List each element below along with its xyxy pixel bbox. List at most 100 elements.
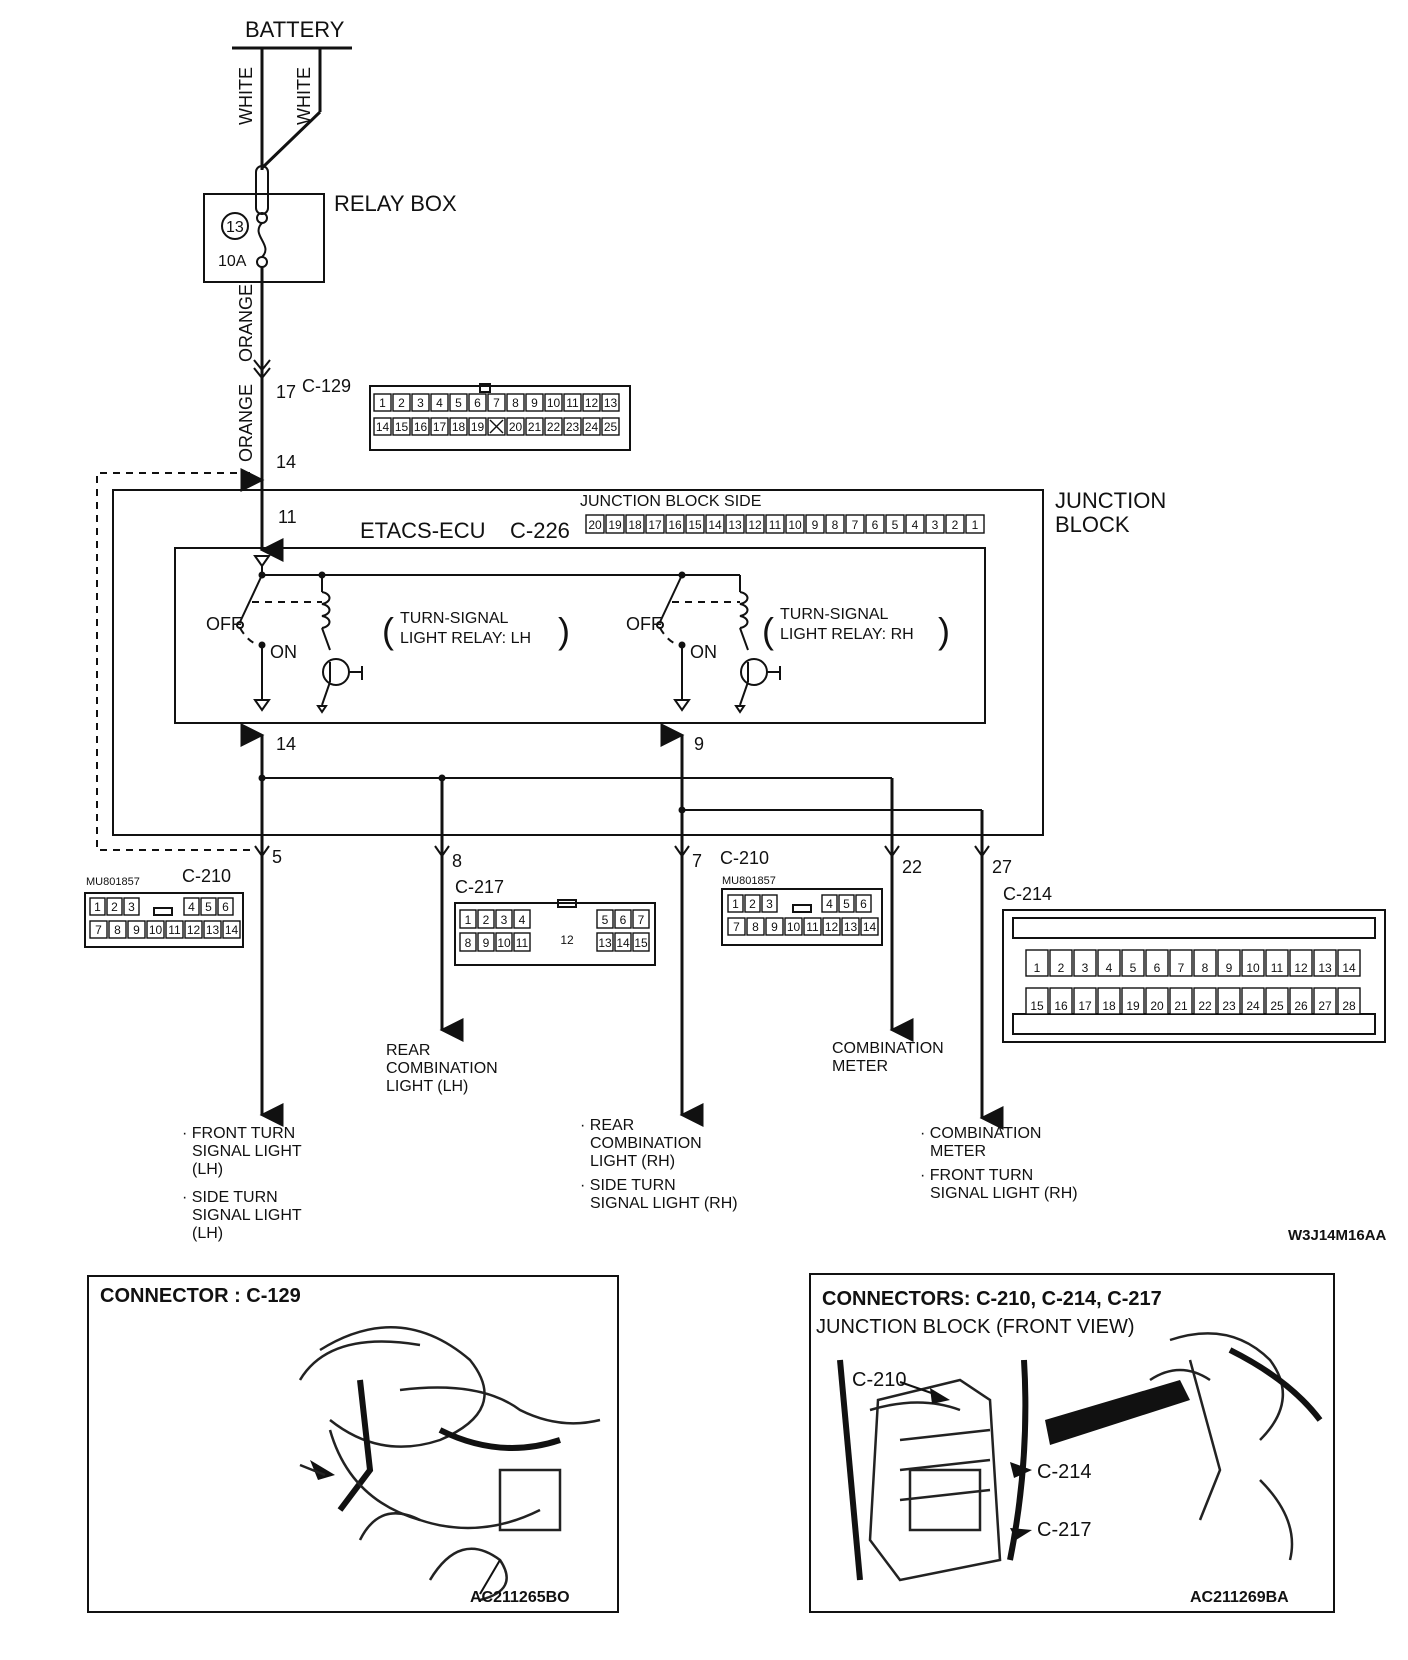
c210-right-pin: 9 bbox=[771, 920, 778, 934]
c214-cell bbox=[1097, 987, 1121, 1015]
c226-cell bbox=[845, 514, 865, 534]
c217-pin: 9 bbox=[483, 936, 490, 950]
c214-cell bbox=[1025, 949, 1049, 977]
c226-pin: 12 bbox=[748, 518, 762, 532]
c210-left-pin: 14 bbox=[225, 923, 239, 937]
switch-on-lh: ON bbox=[270, 642, 297, 662]
c129-pin: 5 bbox=[455, 396, 462, 410]
c129-cell bbox=[601, 393, 620, 412]
relay-box: 13 10A RELAY BOX bbox=[203, 165, 457, 283]
c226-pin: 10 bbox=[788, 518, 802, 532]
c210-right-pin: 10 bbox=[787, 920, 801, 934]
c210-left-part: MU801857 bbox=[86, 876, 140, 888]
c210-left-pin: 8 bbox=[114, 923, 121, 937]
dest-side-rh-1: · SIDE TURN bbox=[580, 1177, 676, 1194]
c217-pin: 3 bbox=[501, 913, 508, 927]
c129-cell bbox=[544, 417, 563, 436]
c129-pin: 11 bbox=[566, 396, 579, 410]
pin-22-label: 22 bbox=[902, 857, 922, 877]
c210-right-cell bbox=[822, 917, 841, 936]
c129-pin: 3 bbox=[417, 396, 424, 410]
c217-label: C-217 bbox=[455, 877, 504, 897]
c214-pin: 28 bbox=[1342, 999, 1356, 1013]
c217-pin: 2 bbox=[483, 913, 490, 927]
c226-cell bbox=[685, 514, 705, 534]
c210-right-pin: 7 bbox=[733, 920, 740, 934]
c226-cell bbox=[665, 514, 685, 534]
c226-pin: 8 bbox=[832, 518, 839, 532]
switch-on-rh: ON bbox=[690, 642, 717, 662]
c210-right-cell bbox=[727, 894, 744, 913]
c210-left-cell bbox=[89, 920, 108, 939]
c210-right-cell bbox=[860, 917, 879, 936]
pin-9-label: 9 bbox=[694, 734, 704, 754]
junction-block: JUNCTION BLOCK JUNCTION BLOCK SIDE ETACS… bbox=[112, 488, 1166, 836]
c214-cell bbox=[1025, 987, 1049, 1015]
c214-pin: 3 bbox=[1082, 961, 1089, 975]
junction-block-label-1: JUNCTION bbox=[1055, 488, 1166, 513]
c226-pin: 17 bbox=[648, 518, 662, 532]
pin-14-top-label: 14 bbox=[276, 452, 296, 472]
c214-pin: 5 bbox=[1130, 961, 1137, 975]
c129-cell bbox=[411, 393, 430, 412]
c214-pin: 4 bbox=[1106, 961, 1113, 975]
c226-pin: 14 bbox=[708, 518, 722, 532]
c226-pin: 11 bbox=[769, 518, 782, 532]
c226-cell bbox=[905, 514, 925, 534]
c217-pin: 8 bbox=[465, 936, 472, 950]
c226-cell bbox=[645, 514, 665, 534]
c210-left-pin: 13 bbox=[206, 923, 220, 937]
c210-left-pin: 5 bbox=[205, 900, 212, 914]
dest-side-lh-3: (LH) bbox=[192, 1225, 223, 1242]
dest-cm-2: METER bbox=[930, 1143, 986, 1160]
c226-cell bbox=[825, 514, 845, 534]
c214-pin: 22 bbox=[1198, 999, 1212, 1013]
c217-pin: 11 bbox=[516, 936, 529, 950]
c214-pin: 26 bbox=[1294, 999, 1308, 1013]
c226-cell bbox=[865, 514, 885, 534]
c226-pin: 7 bbox=[852, 518, 859, 532]
c210-right-pin: 3 bbox=[766, 897, 773, 911]
dest-side-lh-2: SIGNAL LIGHT bbox=[192, 1207, 302, 1224]
c214-pin: 7 bbox=[1178, 961, 1185, 975]
c129-cell bbox=[468, 393, 487, 412]
c129-pin: 13 bbox=[604, 396, 618, 410]
panel-right-title: CONNECTORS: C-210, C-214, C-217 bbox=[822, 1288, 1162, 1310]
c129-cell bbox=[506, 417, 525, 436]
output-wires bbox=[240, 723, 1004, 1130]
c214-pin: 27 bbox=[1318, 999, 1332, 1013]
c217-pin: 7 bbox=[638, 913, 645, 927]
c129-pin: 10 bbox=[547, 396, 561, 410]
c129-cell bbox=[563, 417, 582, 436]
c214-pin: 23 bbox=[1222, 999, 1236, 1013]
c210-left-cell bbox=[108, 920, 127, 939]
panel-left-code: AC211265BO bbox=[470, 1589, 570, 1606]
c214-cell bbox=[1217, 949, 1241, 977]
c214-pin: 8 bbox=[1202, 961, 1209, 975]
c129-pin: 25 bbox=[604, 420, 618, 434]
c129-pin: 24 bbox=[585, 420, 599, 434]
c214-cell bbox=[1289, 987, 1313, 1015]
c214-pin: 16 bbox=[1054, 999, 1068, 1013]
c210-left-cell bbox=[222, 920, 241, 939]
c226-cell bbox=[765, 514, 785, 534]
dest-rear-lh-1: REAR bbox=[386, 1042, 430, 1059]
relay-rh-label-2: LIGHT RELAY: RH bbox=[780, 626, 914, 643]
c129-cell bbox=[563, 393, 582, 412]
dest-side-rh-2: SIGNAL LIGHT (RH) bbox=[590, 1195, 738, 1212]
c226-pin: 18 bbox=[628, 518, 642, 532]
etacs-ecu: OFF ON ( TURN-SIGNAL LIGHT RELAY: LH ) O… bbox=[174, 547, 986, 724]
c226-pin: 16 bbox=[668, 518, 682, 532]
c129-cell bbox=[373, 393, 392, 412]
c129-cell bbox=[392, 417, 411, 436]
panel-junction-location: CONNECTORS: C-210, C-214, C-217 JUNCTION… bbox=[809, 1273, 1335, 1613]
c217-pin: 13 bbox=[598, 936, 612, 950]
c129-pin: 4 bbox=[436, 396, 443, 410]
c214-pin: 11 bbox=[1271, 961, 1284, 975]
c129-label: C-129 bbox=[302, 376, 351, 396]
c217-pin: 5 bbox=[602, 913, 609, 927]
c226-cell bbox=[885, 514, 905, 534]
